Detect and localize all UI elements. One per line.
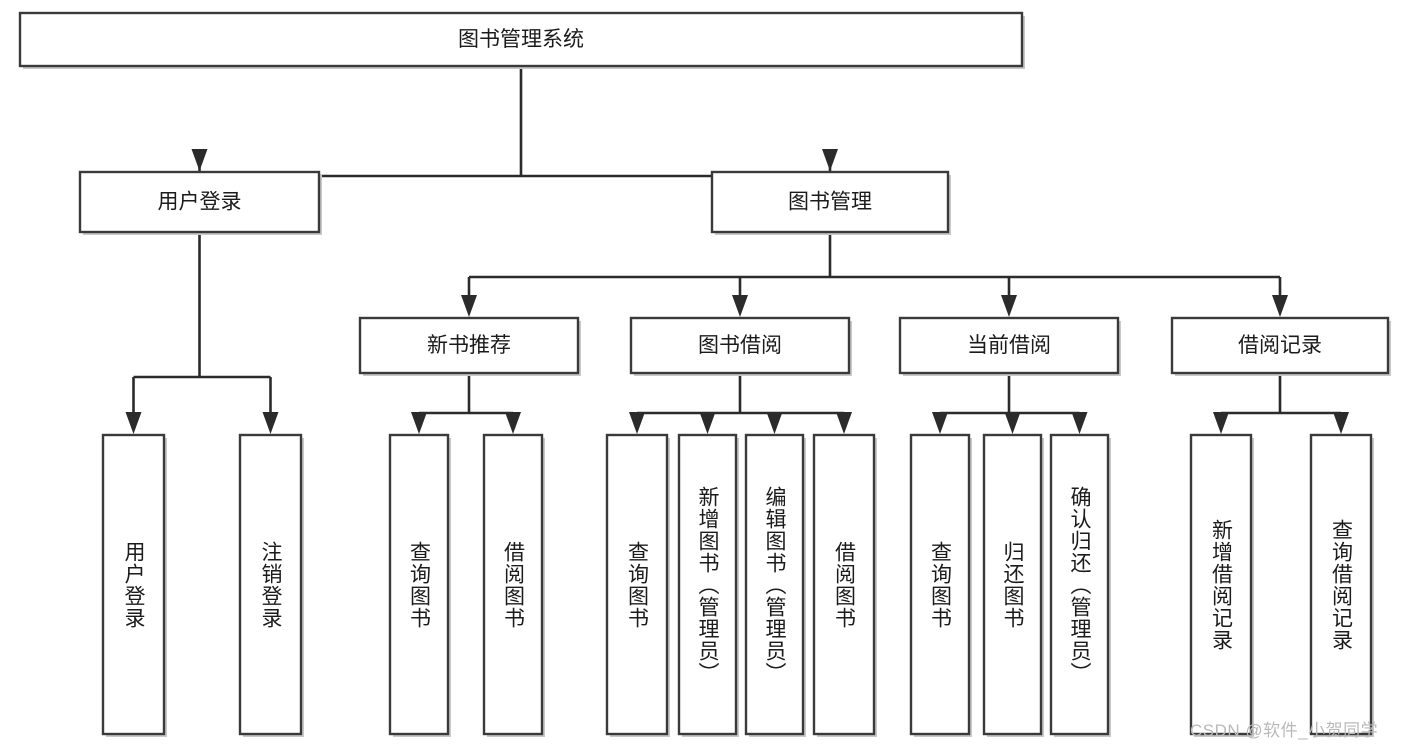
node-box-l-cu-query[interactable] [909,433,971,736]
node-box-l-cu-return[interactable] [982,433,1043,736]
node-box-borrow[interactable] [629,316,851,375]
node-box-l-logout[interactable] [238,433,303,736]
node-label-current: 当前借阅 [967,334,1051,357]
arrow-head-icon [699,412,716,434]
arrow-head-icon [766,412,783,434]
arrow-head-icon [191,149,208,171]
node-box-login[interactable] [78,170,321,234]
node-label-root: 图书管理系统 [458,28,584,51]
arrow-head-icon [732,295,748,317]
node-box-l-bo-query[interactable] [605,433,669,736]
arrow-head-icon [1004,412,1021,434]
connector-layer [125,66,1349,434]
node-box-l-bo-add[interactable] [677,433,738,736]
csdn-watermark: CSDN @软件_小贺同学 [1190,721,1379,740]
node-box-l-cu-ok[interactable] [1049,433,1110,736]
node-box-bookmgmt[interactable] [710,170,950,234]
arrow-head-icon [932,412,948,434]
arrow-head-icon [822,149,838,171]
node-box-root[interactable] [18,11,1024,68]
node-box-l-nb-borrow[interactable] [482,433,544,736]
arrow-head-icon [262,412,279,434]
arrow-head-icon [1333,412,1349,434]
node-box-newbook[interactable] [358,316,580,375]
node-label-newbook: 新书推荐 [427,334,511,357]
node-box-l-login[interactable] [101,433,166,736]
arrow-head-icon [125,412,142,434]
arrow-head-icon [1071,412,1088,434]
arrow-head-icon [411,412,427,434]
arrow-head-icon [1272,295,1288,317]
arrow-head-icon [1001,295,1017,317]
arrow-head-icon [505,412,521,434]
node-box-l-bo-borrow[interactable] [812,433,876,736]
node-box-l-re-query[interactable] [1309,433,1373,736]
node-label-record: 借阅记录 [1238,334,1322,357]
node-label-borrow: 图书借阅 [698,334,782,357]
node-box-layer [18,11,1391,737]
node-box-l-bo-edit[interactable] [744,433,805,736]
arrow-head-icon [461,295,477,317]
arrow-head-icon [629,412,645,434]
node-box-l-nb-query[interactable] [388,433,450,736]
arrow-head-icon [836,412,852,434]
node-box-record[interactable] [1170,316,1390,375]
arrow-head-icon [1213,412,1229,434]
node-box-l-re-add[interactable] [1189,433,1253,736]
node-label-login: 用户登录 [158,191,242,214]
node-box-current[interactable] [898,316,1120,375]
node-label-bookmgmt: 图书管理 [788,191,872,214]
